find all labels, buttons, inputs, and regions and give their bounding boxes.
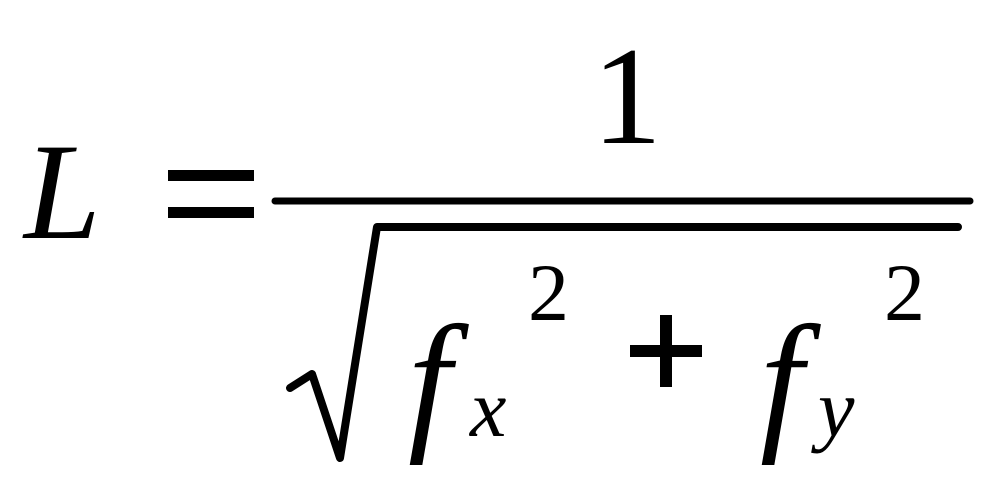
equals-sign: = xyxy=(168,170,254,218)
plus-operator: + xyxy=(630,315,702,390)
plus-text: + xyxy=(630,379,636,390)
lhs-symbol: L xyxy=(22,115,101,268)
term-fx-squared: f x 2 xyxy=(408,247,569,466)
term1-exponent: 2 xyxy=(528,247,569,338)
numerator: 1 xyxy=(592,19,662,174)
term2-base: f xyxy=(760,294,821,466)
term2-exponent: 2 xyxy=(884,247,925,338)
term2-subscript: y xyxy=(811,363,855,454)
term1-base: f xyxy=(408,294,469,466)
term-fy-squared: f y 2 xyxy=(760,247,925,466)
sqrt-radical-icon xyxy=(286,223,962,462)
term1-subscript: x xyxy=(469,363,506,454)
